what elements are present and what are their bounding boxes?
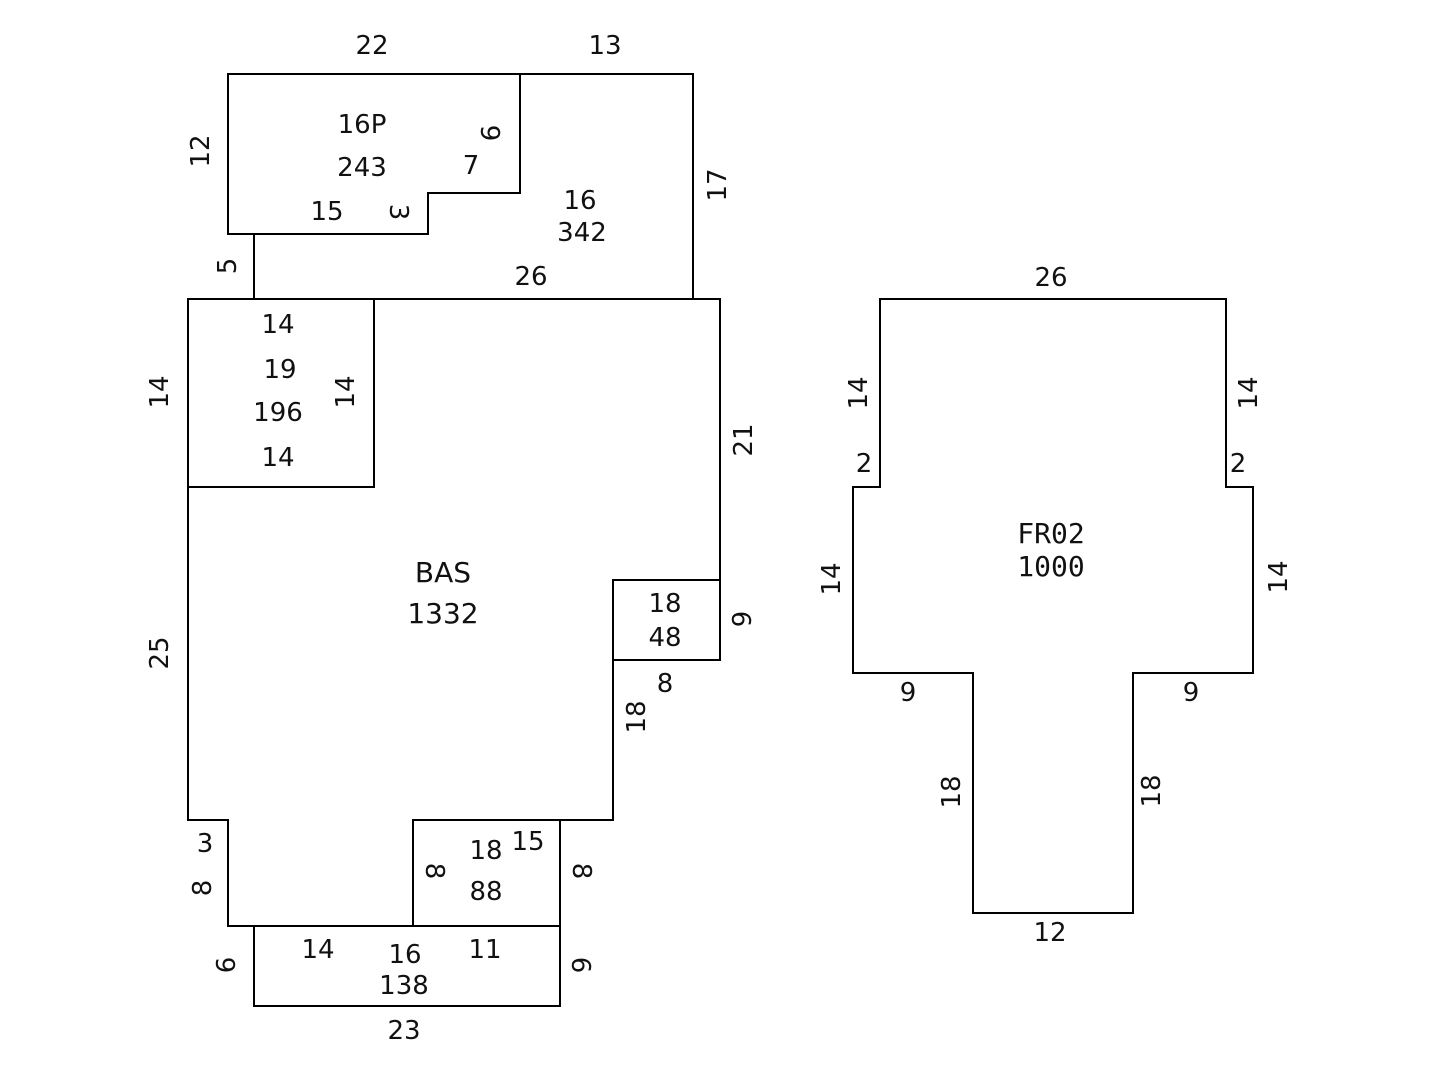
main-block-notch-bottom-dim: 8 — [657, 669, 674, 699]
main-block-notch-right-dim: 6 — [725, 611, 755, 628]
main-block-area: 1332 — [407, 597, 478, 630]
left-room-area: 196 — [253, 398, 303, 428]
porch-step-b-dim: 7 — [463, 151, 480, 181]
upper-wing-outline — [227, 73, 694, 300]
bottom-bay-area: 88 — [469, 877, 502, 907]
right-block-step-right-dim: 2 — [1230, 449, 1247, 479]
living-code: 16 — [563, 186, 596, 216]
porch-step-a-dim: 9 — [474, 125, 504, 142]
left-room-top-dim: 14 — [261, 310, 294, 340]
right-block-upper-right-dim: 14 — [1234, 376, 1264, 409]
bottom-bay-code: 18 — [469, 836, 502, 866]
bottom-strip-bottom-dim: 23 — [387, 1016, 420, 1046]
left-room-bottom-dim: 14 — [261, 443, 294, 473]
right-block-area: 1000 — [1017, 550, 1084, 583]
left-room-left-dim: 14 — [145, 375, 175, 408]
porch-step-d-dim: 15 — [310, 197, 343, 227]
left-room-right-dim: 14 — [331, 375, 361, 408]
main-block-lower-left-a-dim: 3 — [197, 829, 214, 859]
bottom-strip-left-segment-dim: 14 — [301, 935, 334, 965]
right-block-top-dim: 26 — [1034, 263, 1067, 293]
right-block-shoulder-right-dim: 9 — [1183, 678, 1200, 708]
right-block-code: FR02 — [1017, 517, 1084, 550]
right-notch-area: 48 — [648, 623, 681, 653]
bottom-bay-outline — [412, 819, 560, 926]
porch-step-c-dim: 3 — [383, 204, 413, 221]
right-block-mid-right-dim: 14 — [1264, 560, 1294, 593]
left-room-code: 19 — [263, 355, 296, 385]
bottom-bay-left-dim: 8 — [419, 863, 449, 880]
bottom-strip-outline — [253, 925, 561, 1007]
right-block-stem-right-dim: 18 — [1137, 774, 1167, 807]
main-block-right-dim: 21 — [729, 423, 759, 456]
main-block-inner-right-dim: 18 — [622, 700, 652, 733]
living-area: 342 — [557, 218, 607, 248]
bottom-strip-code: 16 — [388, 940, 421, 970]
main-block-lower-left-b-dim: 8 — [188, 880, 218, 897]
right-block-shoulder-left-dim: 9 — [900, 678, 917, 708]
right-block-outline — [852, 298, 1254, 914]
right-block-upper-left-dim: 14 — [844, 376, 874, 409]
right-notch-outline — [613, 579, 721, 661]
right-notch-code: 18 — [648, 589, 681, 619]
main-block-left-dim: 25 — [145, 636, 175, 669]
right-block-step-left-dim: 2 — [856, 449, 873, 479]
upper-wing-top-left-dim: 22 — [355, 31, 388, 61]
right-block-stem-bottom-dim: 12 — [1033, 918, 1066, 948]
upper-wing-top-right-dim: 13 — [588, 31, 621, 61]
left-sketch-outlines — [187, 73, 721, 1007]
porch-code: 16P — [338, 110, 387, 140]
porch-boundary — [254, 74, 521, 235]
main-block-code: BAS — [415, 556, 471, 589]
left-room-outline — [188, 298, 375, 488]
right-block-stem-left-dim: 18 — [937, 775, 967, 808]
upper-wing-right-dim: 17 — [703, 168, 733, 201]
upper-wing-left-dim: 12 — [186, 134, 216, 167]
bottom-strip-left-dim: 6 — [212, 957, 242, 974]
porch-area: 243 — [337, 153, 387, 183]
bottom-bay-right-dim: 8 — [566, 863, 596, 880]
bottom-strip-area: 138 — [379, 971, 429, 1001]
right-block-mid-left-dim: 14 — [817, 562, 847, 595]
bottom-bay-top-dim: 15 — [511, 827, 544, 857]
bottom-strip-right-dim: 6 — [565, 957, 595, 974]
upper-wing-bottom-dim: 26 — [514, 262, 547, 292]
bottom-strip-right-segment-dim: 11 — [468, 935, 501, 965]
upper-wing-left-step-dim: 5 — [213, 258, 243, 275]
